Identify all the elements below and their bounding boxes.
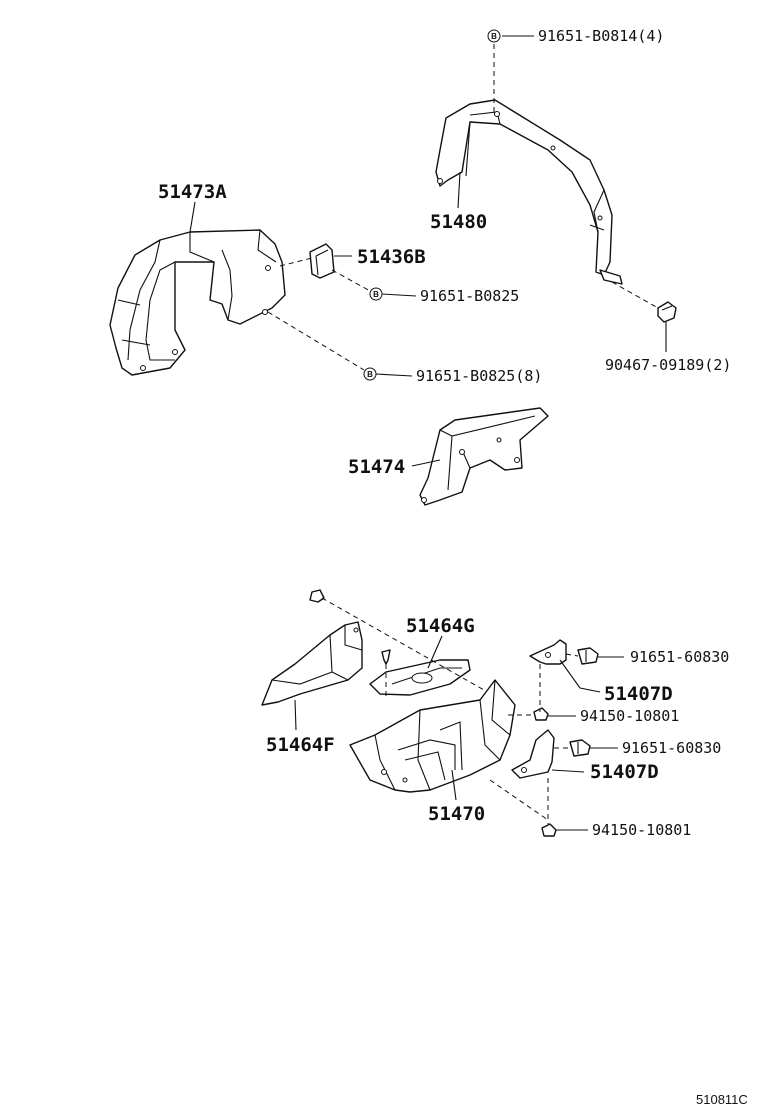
part-51407D-lower-drawing — [511, 729, 555, 779]
bolt-marker-3: B — [363, 367, 377, 381]
label-fastener-91651-B0825: 91651-B0825 — [420, 287, 519, 305]
label-part-51474: 51474 — [348, 456, 405, 478]
assembly-dashed-lines — [267, 44, 659, 824]
part-51470-drawing — [349, 679, 516, 793]
label-fastener-91651-60830-lower: 91651-60830 — [622, 739, 721, 757]
svg-text:B: B — [491, 32, 497, 41]
svg-text:B: B — [373, 290, 379, 299]
part-51464F-drawing — [261, 621, 363, 706]
label-fastener-90467-09189: 90467-09189(2) — [605, 356, 731, 374]
label-fastener-91651-60830-upper: 91651-60830 — [630, 648, 729, 666]
part-51464G-drawing — [369, 659, 471, 696]
diagram-reference-code: 510811C — [696, 1092, 748, 1107]
leader-lines — [189, 35, 667, 831]
part-51480-drawing — [435, 99, 623, 285]
label-part-51436B: 51436B — [357, 246, 426, 268]
label-part-51464G: 51464G — [406, 615, 475, 637]
bolt-marker-1: B — [487, 29, 501, 43]
part-51407D-upper-drawing — [529, 639, 567, 665]
label-part-51480: 51480 — [430, 211, 487, 233]
label-part-51473A: 51473A — [158, 181, 227, 203]
label-fastener-94150-10801-upper: 94150-10801 — [580, 707, 679, 725]
part-51474-drawing — [419, 407, 549, 506]
bolt-marker-2: B — [369, 287, 383, 301]
label-part-51407D-lower: 51407D — [590, 761, 659, 783]
label-part-51464F: 51464F — [266, 734, 335, 756]
part-51473A-drawing — [109, 229, 286, 376]
label-fastener-91651-B0814: 91651-B0814(4) — [538, 27, 664, 45]
label-part-51470: 51470 — [428, 803, 485, 825]
fastener-drawings — [309, 301, 677, 837]
label-part-51407D-upper: 51407D — [604, 683, 673, 705]
part-51436B-drawing — [309, 243, 335, 279]
label-fastener-91651-B0825-8: 91651-B0825(8) — [416, 367, 542, 385]
label-fastener-94150-10801-lower: 94150-10801 — [592, 821, 691, 839]
svg-text:B: B — [367, 370, 373, 379]
